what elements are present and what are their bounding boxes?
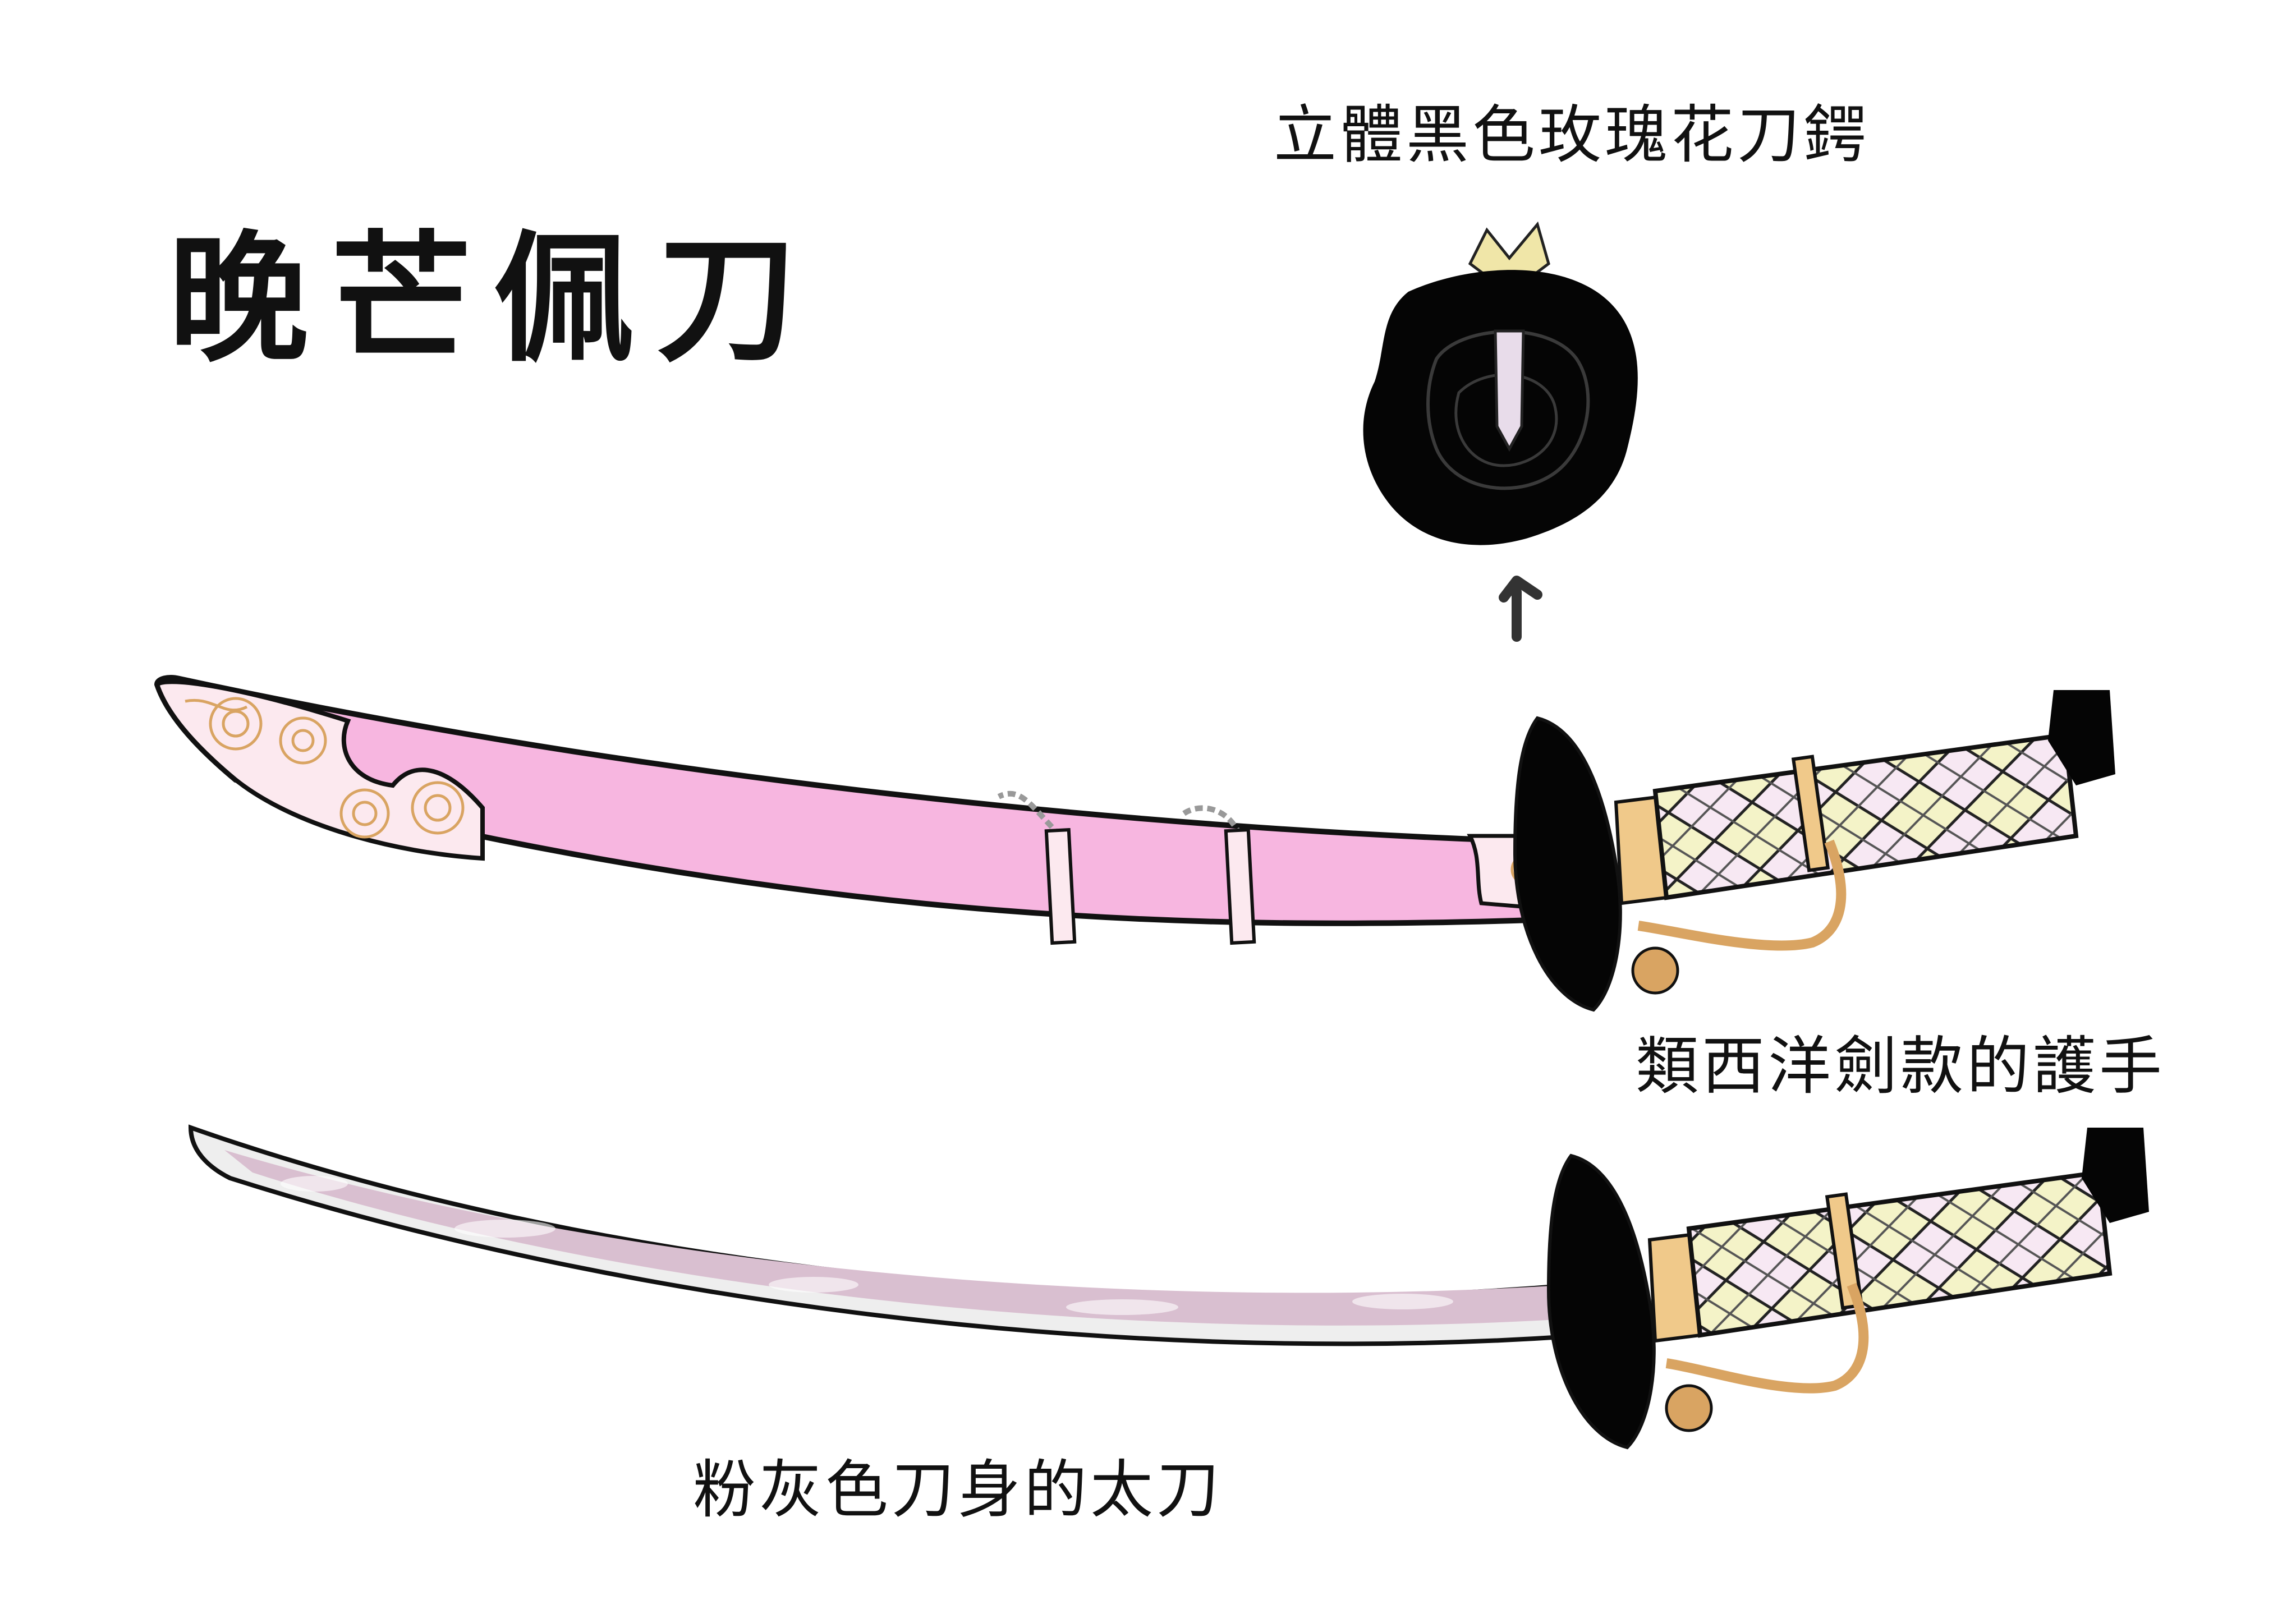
guard-label: 類西洋劍款的護手	[1636, 1030, 2165, 1103]
blade-label: 粉灰色刀身的太刀	[693, 1454, 1223, 1527]
scabbard-sword	[154, 675, 1551, 945]
black-rose-tsuba-icon	[1363, 221, 1638, 545]
arrow-up-icon	[1499, 576, 1542, 642]
blade-sword	[188, 1124, 1591, 1346]
lower-handle	[1546, 1128, 2149, 1450]
rose-tsuba-label: 立體黑色玫瑰花刀鍔	[1274, 99, 1870, 172]
rose-charm-icon	[1631, 946, 1679, 995]
rose-charm-icon	[1665, 1384, 1713, 1432]
chain-icon	[997, 790, 1243, 838]
upper-handle	[1513, 690, 2115, 1012]
page-title: 晚芒佩刀	[168, 216, 819, 381]
